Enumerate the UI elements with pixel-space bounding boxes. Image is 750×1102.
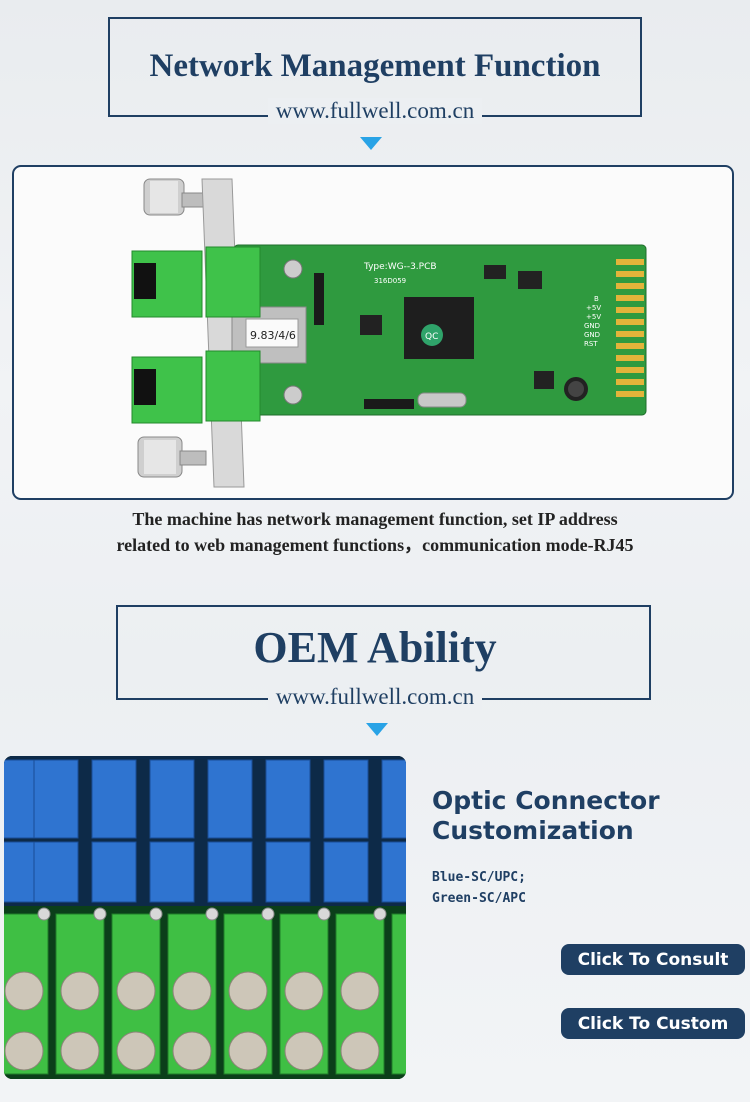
- oem-website-url: www.fullwell.com.cn: [267, 684, 483, 710]
- sc-connector-photo: [4, 756, 406, 1079]
- pin-label: B: [594, 295, 599, 303]
- pcb-code-label: 316D059: [374, 277, 406, 285]
- bottom-knob-icon: [137, 436, 207, 478]
- sc-apc-adapter-bottom: [131, 350, 261, 424]
- caption-line-1: The machine has network management funct…: [132, 509, 618, 529]
- click-to-consult-button[interactable]: Click To Consult: [561, 944, 745, 975]
- pin-label: RST: [584, 340, 598, 348]
- connector-note-line-1: Blue-SC/UPC;: [432, 870, 526, 885]
- caption-line-2: related to web management functions，comm…: [116, 535, 634, 555]
- pcb-type-label: Type:WG--3.PCB: [363, 262, 437, 272]
- page-title: Network Management Function: [149, 48, 601, 84]
- fiber-label: 9.83/4/6: [250, 329, 296, 342]
- customization-heading-line-1: Optic Connector: [432, 786, 660, 815]
- pin-label: +5V: [586, 313, 601, 321]
- website-url-strip: www.fullwell.com.cn: [0, 98, 750, 124]
- pin-label: GND: [584, 331, 600, 339]
- oem-title: OEM Ability: [253, 623, 497, 672]
- network-module-pcb-image: QC Type:WG--3.PCB 316D059 B +5V +5V GND …: [131, 178, 647, 488]
- connector-note-line-2: Green-SC/APC: [432, 891, 526, 906]
- pcb-photo-frame: QC Type:WG--3.PCB 316D059 B +5V +5V GND …: [12, 165, 734, 500]
- sc-connectors-image: [4, 756, 406, 1079]
- oem-url-strip: www.fullwell.com.cn: [0, 684, 750, 710]
- top-knob-icon: [143, 178, 209, 216]
- connector-type-note: Blue-SC/UPC; Green-SC/APC: [432, 867, 526, 909]
- click-to-custom-button[interactable]: Click To Custom: [561, 1008, 745, 1039]
- customization-heading: Optic Connector Customization: [432, 786, 660, 846]
- down-arrow-icon: [360, 137, 382, 150]
- pin-label: GND: [584, 322, 600, 330]
- oem-down-arrow-icon: [366, 723, 388, 736]
- pin-label: +5V: [586, 304, 601, 312]
- website-url: www.fullwell.com.cn: [267, 98, 483, 124]
- qc-label: QC: [425, 332, 438, 342]
- customization-heading-line-2: Customization: [432, 816, 634, 845]
- sc-apc-adapter-top: [131, 246, 261, 318]
